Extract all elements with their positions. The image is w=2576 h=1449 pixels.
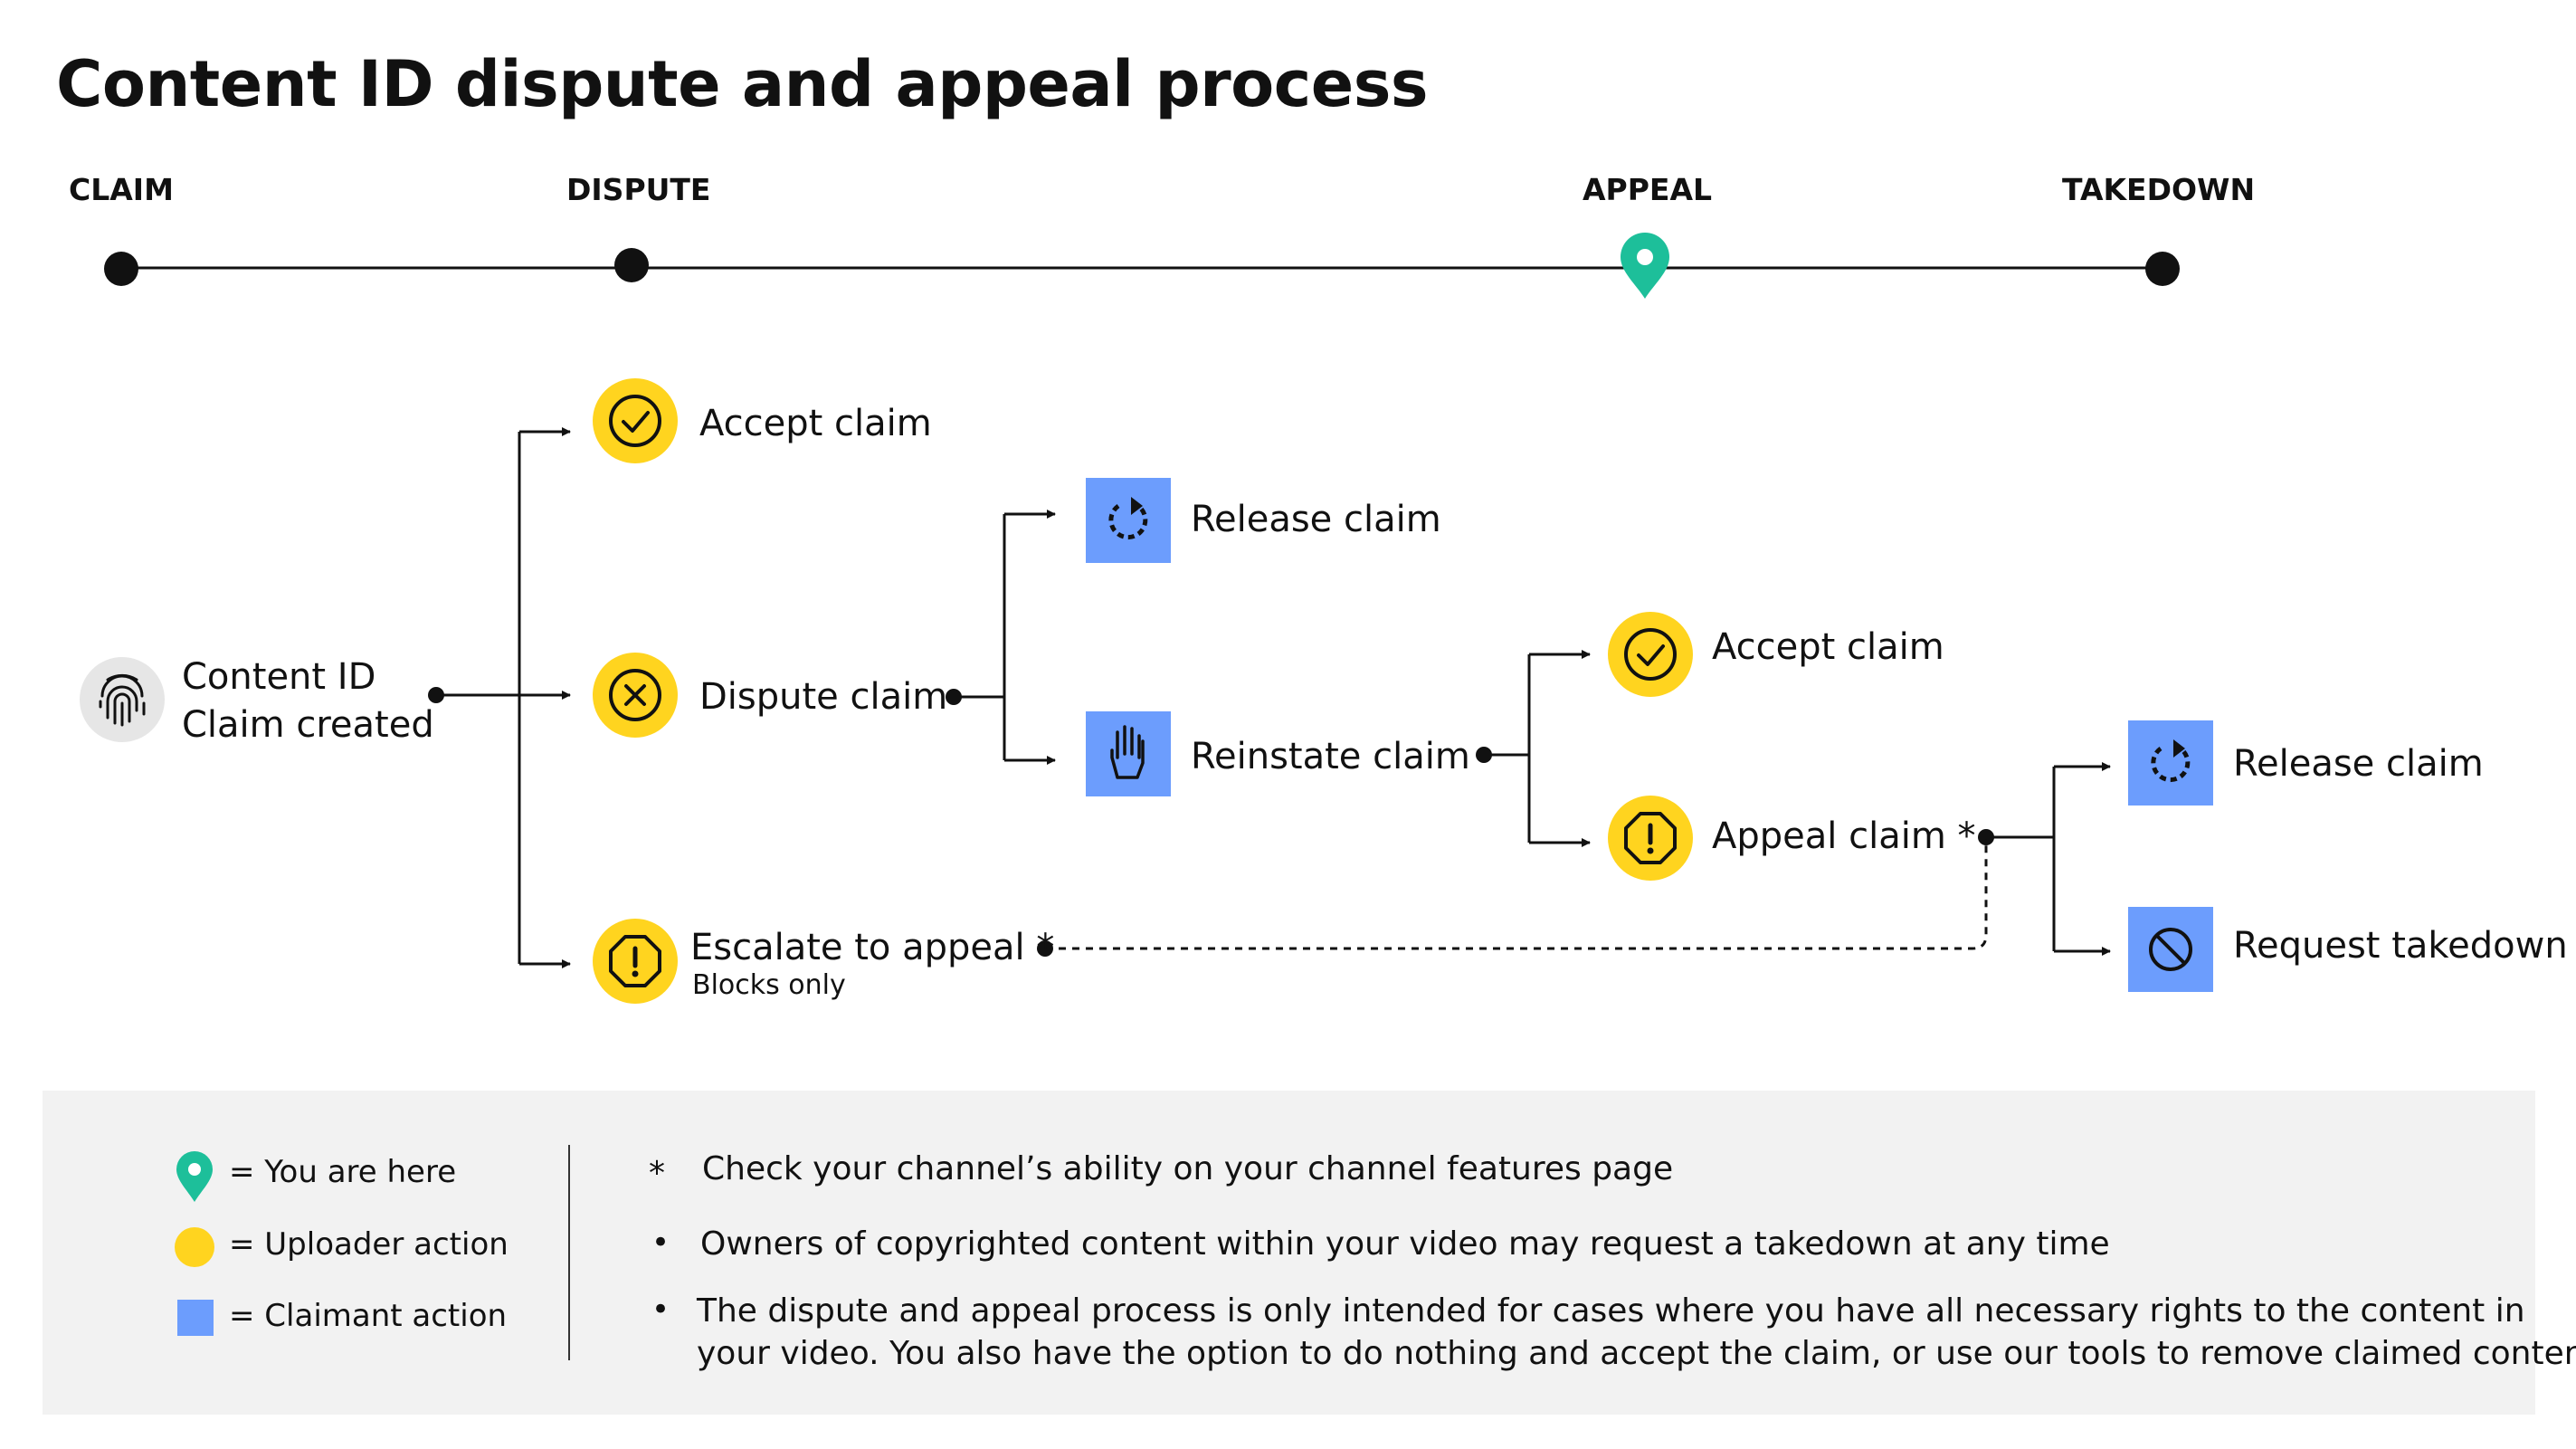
legend-uploader: = Uploader action xyxy=(229,1226,509,1263)
stage-appeal: APPEAL xyxy=(1583,172,1713,207)
escalate-label: Escalate to appeal * xyxy=(690,927,1055,968)
release-claim-label: Release claim xyxy=(1191,499,1441,540)
bullet: • xyxy=(651,1292,670,1328)
location-pin-icon xyxy=(1621,233,1669,299)
refresh-dashed-icon xyxy=(1086,478,1171,563)
accept-claim-label-2: Accept claim xyxy=(1712,626,1944,668)
dispute-claim-label: Dispute claim xyxy=(699,676,948,718)
uploader-swatch xyxy=(175,1227,214,1267)
timeline-dot-dispute xyxy=(614,248,649,282)
timeline-dot-takedown xyxy=(2145,252,2180,286)
legend-panel: = You are here = Uploader action = Claim… xyxy=(43,1091,2576,1415)
refresh-dashed-icon xyxy=(2128,720,2213,806)
hand-stop-icon xyxy=(1086,711,1171,796)
note-2-line-1: The dispute and appeal process is only i… xyxy=(697,1292,2525,1330)
bullet: • xyxy=(651,1225,670,1261)
note-2-line-2: your video. You also have the option to … xyxy=(697,1335,2576,1372)
reinstate-claim-label: Reinstate claim xyxy=(1191,736,1470,777)
escalate-sublabel: Blocks only xyxy=(692,969,846,1001)
timeline xyxy=(104,233,2180,299)
legend-claimant: = Claimant action xyxy=(229,1298,508,1334)
star-note-marker: * xyxy=(649,1155,665,1192)
claimant-swatch xyxy=(177,1300,214,1336)
accept-claim-label: Accept claim xyxy=(699,403,932,444)
star-note: Check your channel’s ability on your cha… xyxy=(702,1150,1674,1187)
release-claim-label-2: Release claim xyxy=(2233,743,2484,785)
fingerprint-icon xyxy=(80,657,165,742)
check-circle-icon xyxy=(1608,612,1693,697)
request-takedown-label: Request takedown xyxy=(2233,925,2568,967)
warning-octagon-icon xyxy=(1608,796,1693,881)
legend-you-are-here: = You are here xyxy=(229,1154,457,1190)
appeal-claim-label: Appeal claim * xyxy=(1712,815,1976,857)
connectors xyxy=(428,427,2111,968)
stage-takedown: TAKEDOWN xyxy=(2062,172,2256,207)
timeline-dot-claim xyxy=(104,252,138,286)
page-title: Content ID dispute and appeal process xyxy=(56,47,1429,121)
x-circle-icon xyxy=(593,653,678,738)
stage-dispute: DISPUTE xyxy=(566,172,711,207)
start-label-line1: Content ID xyxy=(182,656,376,698)
check-circle-icon xyxy=(593,378,678,463)
note-1: Owners of copyrighted content within you… xyxy=(700,1225,2110,1263)
location-pin-icon xyxy=(176,1151,213,1202)
stage-claim: CLAIM xyxy=(69,172,174,207)
prohibited-icon xyxy=(2128,907,2213,992)
start-label-line2: Claim created xyxy=(182,704,434,746)
legend-graphics xyxy=(175,1145,570,1360)
star-marker: * xyxy=(1957,815,1976,857)
star-marker: * xyxy=(1036,927,1055,968)
warning-octagon-icon xyxy=(593,919,678,1004)
